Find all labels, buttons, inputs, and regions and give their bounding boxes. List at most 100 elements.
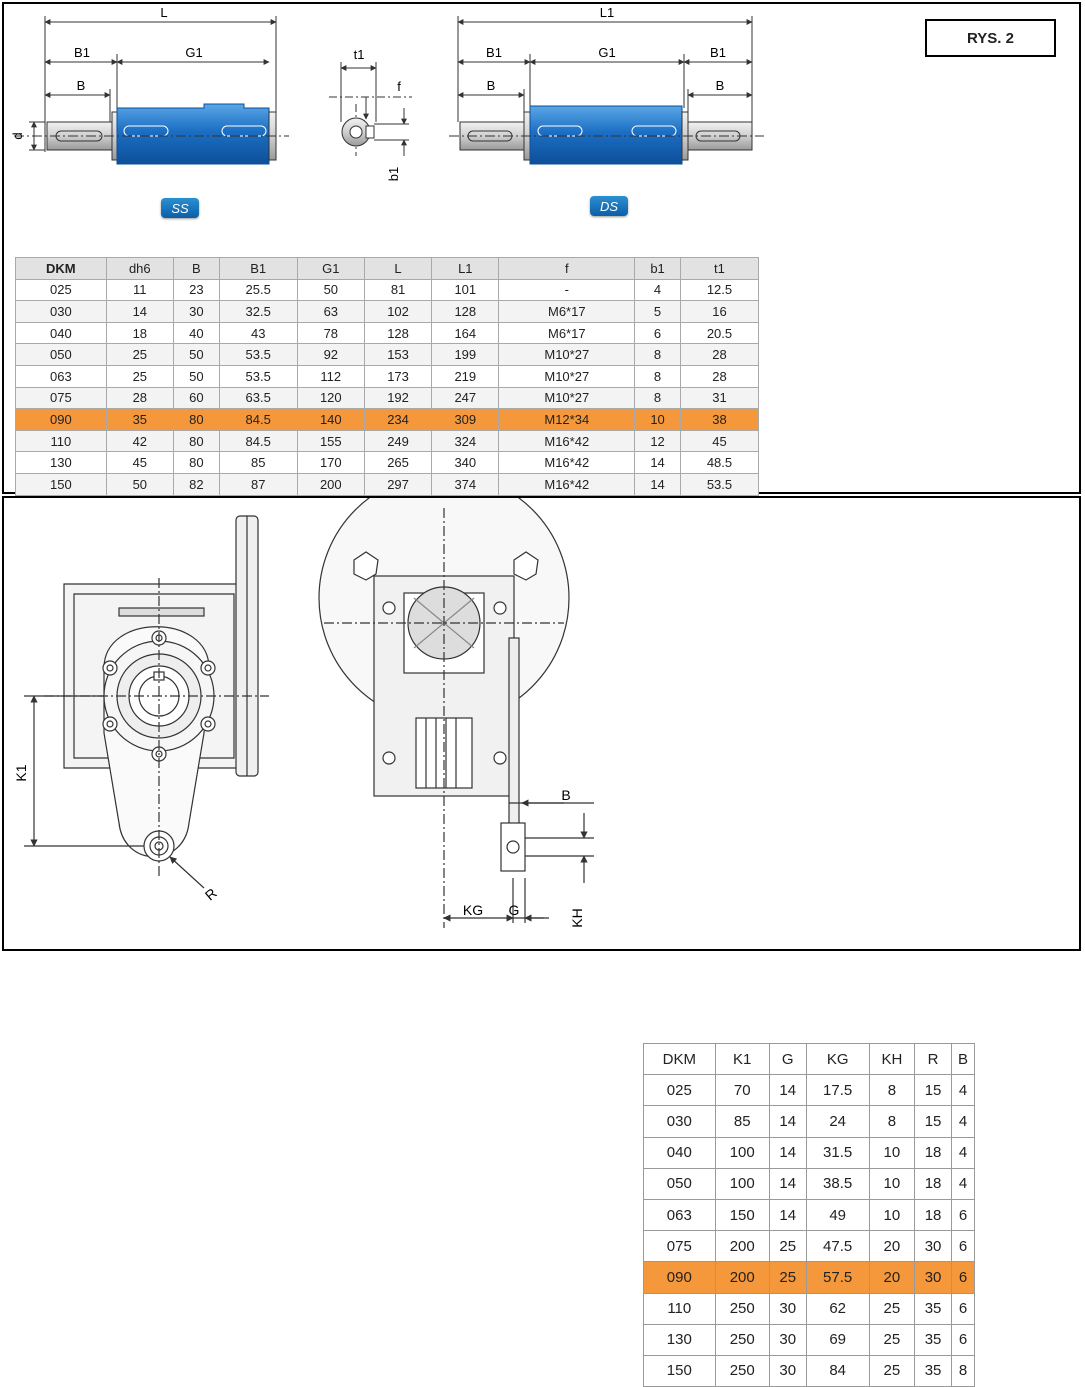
shaft_table-cell: 23 xyxy=(172,278,220,302)
arm_table-cell: 4 xyxy=(951,1136,975,1169)
arm_table-cell: 69 xyxy=(805,1323,870,1356)
K1-label: K1 xyxy=(13,764,29,781)
arm_table-cell: 030 xyxy=(643,1105,716,1138)
shaft_table-cell: 164 xyxy=(431,321,500,345)
arm_table-cell: 14 xyxy=(768,1198,807,1232)
arm_table-cell: 14 xyxy=(768,1074,807,1107)
arm_table-cell: 20 xyxy=(868,1230,916,1263)
shaft_table-cell: 8 xyxy=(634,386,681,410)
double-L1-label: L1 xyxy=(600,5,614,20)
double-B1-left-label: B1 xyxy=(486,45,502,60)
B-label: B xyxy=(561,787,570,803)
shaft_table-cell: 92 xyxy=(296,343,365,366)
shaft_table-cell: 84.5 xyxy=(218,408,298,431)
shaft_table-cell: 84.5 xyxy=(218,429,298,453)
single-L-label: L xyxy=(160,5,167,20)
arm_table-cell: 35 xyxy=(914,1292,952,1325)
arm_table-header-cell: KG xyxy=(805,1042,870,1076)
single-shaft-drawing xyxy=(14,16,289,165)
shaft_table-cell: 297 xyxy=(363,472,433,496)
arm_table-cell: 4 xyxy=(951,1105,975,1138)
shaft_table-cell: 63.5 xyxy=(218,386,298,410)
shaft_table-cell: M10*27 xyxy=(498,343,636,366)
shaft_table-cell: 192 xyxy=(363,386,433,410)
shaft_table-cell: 48.5 xyxy=(679,451,760,474)
torque-arm-drawings: K1 R B KG G KH xyxy=(13,498,594,928)
shaft_table-header-cell: t1 xyxy=(679,257,760,280)
arm_table-cell: 6 xyxy=(951,1230,975,1263)
shaft_table-cell: 12.5 xyxy=(679,278,760,302)
arm_table-cell: 47.5 xyxy=(805,1230,870,1263)
double-B-left-label: B xyxy=(487,78,496,93)
arm_table-cell: 025 xyxy=(643,1074,716,1107)
shaft_table-cell: 110 xyxy=(15,429,107,453)
shaft_table-cell: M6*17 xyxy=(498,300,636,323)
shaft_table-cell: 16 xyxy=(679,300,760,323)
shaft_table-cell: 20.5 xyxy=(679,321,760,345)
shaft_table-cell: 42 xyxy=(105,429,174,453)
single-G1-label: G1 xyxy=(185,45,202,60)
shaft-dimensions-panel: RYS. 2 xyxy=(2,2,1081,496)
shaft_table-cell: M16*42 xyxy=(498,472,636,496)
shaft_table-cell: 28 xyxy=(105,386,174,410)
shaft_table-cell: 8 xyxy=(634,364,681,388)
shaft_table-cell: 199 xyxy=(431,343,500,366)
shaft_table-cell: M10*27 xyxy=(498,364,636,388)
shaft_table-cell: 170 xyxy=(296,451,365,474)
double-shaft-drawing xyxy=(449,16,764,165)
arm_table-cell: 8 xyxy=(868,1105,916,1138)
arm_table-cell: 18 xyxy=(914,1136,952,1169)
G-label: G xyxy=(509,902,520,918)
arm_table-cell: 70 xyxy=(714,1074,770,1107)
arm_table-cell: 84 xyxy=(805,1354,870,1387)
single-B1-label: B1 xyxy=(74,45,90,60)
arm_table-cell: 250 xyxy=(714,1292,770,1325)
R-label: R xyxy=(202,885,220,904)
arm_table-cell: 20 xyxy=(868,1261,916,1294)
shaft_table-cell: 38 xyxy=(679,408,760,431)
arm_table-cell: 050 xyxy=(643,1167,716,1200)
shaft_table-cell: 82 xyxy=(172,472,220,496)
shaft_table-cell: 374 xyxy=(431,472,500,496)
arm_table-cell: 150 xyxy=(714,1198,770,1232)
shaft_table-cell: 32.5 xyxy=(218,300,298,323)
shaft_table-cell: 309 xyxy=(431,408,500,431)
shaft_table-cell: M12*34 xyxy=(498,408,636,431)
arm_table-cell: 18 xyxy=(914,1167,952,1200)
KH-label: KH xyxy=(569,908,585,927)
shaft_table-cell: 14 xyxy=(634,451,681,474)
figure-label: RYS. 2 xyxy=(925,19,1056,57)
arm_table-cell: 8 xyxy=(868,1074,916,1107)
arm_table-cell: 063 xyxy=(643,1198,716,1232)
arm_table-cell: 35 xyxy=(914,1323,952,1356)
arm_table-cell: 14 xyxy=(768,1167,807,1200)
gearbox-front-view xyxy=(24,515,269,889)
arm_table-cell: 14 xyxy=(768,1105,807,1138)
shaft_table-header-cell: L xyxy=(363,257,433,280)
arm_table-cell: 14 xyxy=(768,1136,807,1169)
shaft_table-header-cell: b1 xyxy=(634,257,681,280)
shaft_table-cell: 063 xyxy=(15,364,107,388)
arm_table-cell: 250 xyxy=(714,1354,770,1387)
arm_table-cell: 100 xyxy=(714,1167,770,1200)
shaft_table-cell: 87 xyxy=(218,472,298,496)
ds-badge: DS xyxy=(590,196,628,216)
shaft_table-cell: 102 xyxy=(363,300,433,323)
shaft_table-cell: 80 xyxy=(172,408,220,431)
arm_table-cell: 6 xyxy=(951,1292,975,1325)
shaft_table-cell: 50 xyxy=(296,278,365,302)
shaft_table-cell: 6 xyxy=(634,321,681,345)
arm_table-cell: 110 xyxy=(643,1292,716,1325)
end-t1-label: t1 xyxy=(354,47,365,62)
